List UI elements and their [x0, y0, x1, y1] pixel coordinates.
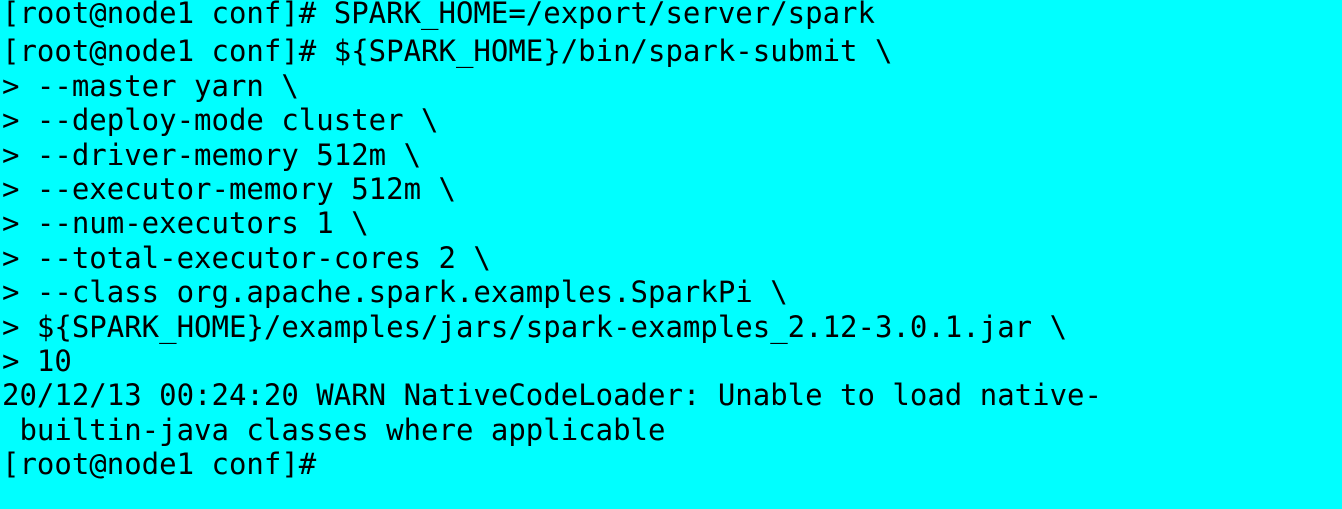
terminal-line-master-option: > --master yarn \ [2, 68, 299, 103]
terminal-line-argument: > 10 [2, 343, 72, 378]
terminal-line-total-executor-cores-option: > --total-executor-cores 2 \ [2, 240, 491, 275]
terminal-line-jar-path: > ${SPARK_HOME}/examples/jars/spark-exam… [2, 309, 1068, 344]
terminal-line-spark-submit-command: [root@node1 conf]# ${SPARK_HOME}/bin/spa… [2, 34, 893, 69]
terminal-line-current-prompt[interactable]: [root@node1 conf]# [2, 447, 1102, 481]
terminal-line-num-executors-option: > --num-executors 1 \ [2, 206, 369, 241]
terminal-line-warning-continuation: builtin-java classes where applicable [2, 412, 666, 447]
terminal-line-driver-memory-option: > --driver-memory 512m \ [2, 137, 422, 172]
current-prompt-text: [root@node1 conf]# [2, 447, 334, 482]
terminal-line-warning: 20/12/13 00:24:20 WARN NativeCodeLoader:… [2, 378, 1102, 413]
terminal-line-set-spark-home: [root@node1 conf]# SPARK_HOME=/export/se… [2, 0, 875, 30]
terminal-line-class-option: > --class org.apache.spark.examples.Spar… [2, 275, 788, 310]
text-cursor[interactable] [334, 450, 348, 478]
terminal-line-executor-memory-option: > --executor-memory 512m \ [2, 171, 456, 206]
terminal-output: [root@node1 conf]# SPARK_HOME=/export/se… [2, 0, 1102, 481]
terminal-line-deploy-mode-option: > --deploy-mode cluster \ [2, 103, 439, 138]
